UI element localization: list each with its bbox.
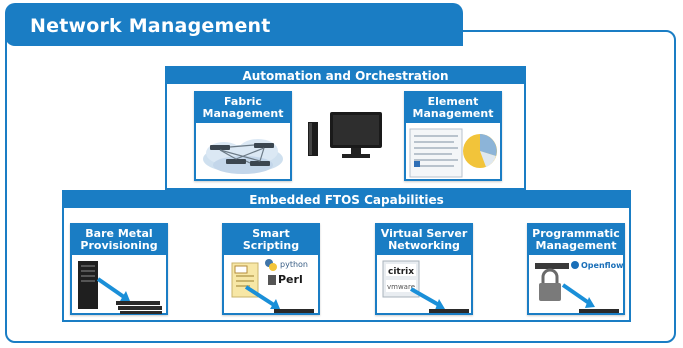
vmware-logo-text: vmware (387, 283, 415, 291)
dashboard-pie-icon (409, 128, 497, 178)
workstation-icon (308, 112, 382, 158)
openflow-logo-text: Openflow (581, 261, 623, 270)
virtual-server-networking-card: Virtual Server Networking citrix vmware (375, 223, 473, 315)
programmatic-icon: Openflow (535, 261, 623, 313)
virtualization-icon: citrix vmware (382, 260, 469, 313)
element-management-label: Element Management (406, 93, 500, 123)
programmatic-management-label: Programmatic Management (529, 225, 623, 255)
python-logo-text: python (280, 260, 308, 269)
padlock-icon (539, 283, 561, 301)
virtual-server-networking-label: Virtual Server Networking (377, 225, 471, 255)
bare-metal-provisioning-card: Bare Metal Provisioning (70, 223, 168, 315)
element-management-card: Element Management (404, 91, 502, 181)
smart-scripting-card: Smart Scripting python Perl (222, 223, 320, 315)
title-tab: Network Management (5, 3, 463, 46)
automation-heading: Automation and Orchestration (167, 68, 524, 84)
fabric-cloud-icon (203, 139, 283, 174)
page-title: Network Management (30, 15, 271, 37)
scripting-icon: python Perl (231, 259, 314, 313)
embedded-heading: Embedded FTOS Capabilities (64, 192, 629, 208)
bare-metal-provisioning-label: Bare Metal Provisioning (72, 225, 166, 255)
smart-scripting-label: Smart Scripting (224, 225, 318, 255)
perl-logo-text: Perl (278, 273, 303, 286)
citrix-logo-text: citrix (388, 267, 414, 277)
server-provisioning-icon (78, 261, 162, 314)
programmatic-management-card: Programmatic Management Openflow (527, 223, 625, 315)
fabric-management-label: Fabric Management (196, 93, 290, 123)
fabric-management-card: Fabric Management (194, 91, 292, 181)
